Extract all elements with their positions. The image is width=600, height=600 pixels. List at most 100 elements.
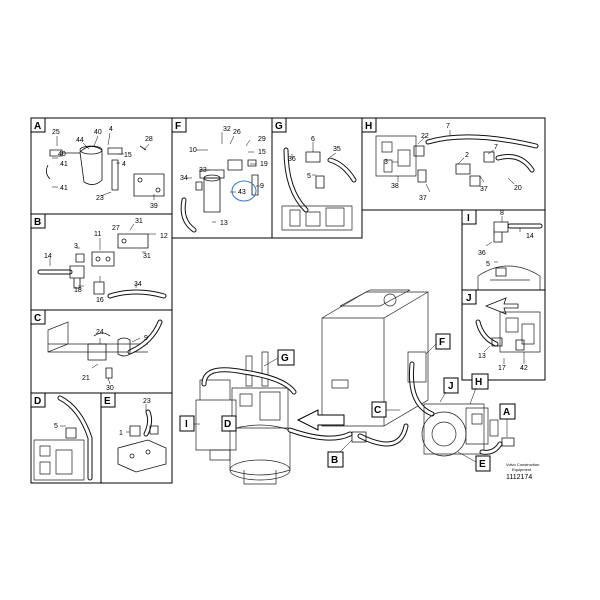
panel-h-part-7: 37 (419, 195, 427, 202)
panel-i-part-4: 5 (486, 261, 490, 268)
panel-f-part-3: 29 (258, 136, 266, 143)
panel-b-part-7: 31 (143, 253, 151, 260)
svg-text:I: I (185, 419, 188, 430)
callout-c: C (371, 401, 400, 418)
brand-line-2: Equipment (512, 467, 532, 472)
panel-j-letter: J (466, 293, 472, 304)
panel-a-part-6: 15 (124, 152, 132, 159)
panel-h-part-8: 37 (480, 186, 488, 193)
panel-h-letter: H (365, 121, 372, 132)
panel-i-letter: I (467, 213, 470, 224)
panel-f-part-11: 13 (220, 220, 228, 227)
svg-text:H: H (475, 377, 482, 388)
panel-a-part-4: 4 (109, 126, 113, 133)
panel-b-part-4: 12 (160, 233, 168, 240)
panel-d: D 5 (30, 392, 102, 484)
callout-h: H (469, 373, 489, 405)
svg-text:C: C (374, 405, 381, 416)
panel-b-part-1: 27 (112, 225, 120, 232)
svg-text:B: B (331, 455, 338, 466)
panel-a-part-11: 23 (96, 195, 104, 202)
panel-f-part-2: 26 (233, 129, 241, 136)
callout-a: A (499, 403, 516, 437)
panel-h-part-9: 20 (514, 185, 522, 192)
panel-i-part-2: 36 (478, 250, 486, 257)
panel-i-part-1: 8 (500, 210, 504, 217)
svg-text:F: F (439, 337, 445, 348)
svg-text:D: D (224, 419, 231, 430)
panel-f-letter: F (175, 121, 181, 132)
callout-d: D (221, 415, 237, 432)
panel-a-part-9: 41 (60, 161, 68, 168)
panel-f-part-10: 43 (238, 189, 246, 196)
panel-c-part-3: 21 (82, 375, 90, 382)
panel-j-part-1: 13 (478, 353, 486, 360)
svg-text:A: A (503, 407, 510, 418)
panel-f-part-9: 9 (260, 183, 264, 190)
svg-text:J: J (448, 381, 454, 392)
panel-g-part-1: 6 (311, 136, 315, 143)
panel-a-letter: A (34, 121, 41, 132)
panel-a-part-2: 44 (76, 137, 84, 144)
panel-a: A 25 44 40 4 40 15 28 4 41 41 23 39 (30, 117, 173, 215)
panel-b-part-5: 3 (74, 243, 78, 250)
callout-g: G (263, 349, 295, 367)
panel-j-part-2: 17 (498, 365, 506, 372)
panel-a-part-1: 25 (52, 129, 60, 136)
panel-j-part-3: 42 (520, 365, 528, 372)
panel-b-part-10: 34 (134, 281, 142, 288)
panel-f-part-7: 33 (199, 167, 207, 174)
panel-e: E 23 1 (100, 392, 173, 484)
panel-h-part-1: 22 (421, 133, 429, 140)
panel-h-part-3: 2 (465, 152, 469, 159)
panel-a-part-8: 4 (122, 161, 126, 168)
panel-h-part-2: 7 (446, 123, 450, 130)
panel-b-letter: B (34, 217, 41, 228)
panel-g-letter: G (275, 121, 283, 132)
panel-b-part-6: 14 (44, 253, 52, 260)
panel-f-part-6: 19 (260, 161, 268, 168)
panel-a-part-10: 41 (60, 185, 68, 192)
panel-g: G 6 36 35 5 (271, 117, 363, 239)
panel-h-part-5: 3 (384, 159, 388, 166)
panel-h: H 22 7 2 7 3 38 37 37 20 (361, 117, 546, 211)
panel-a-part-5: 40 (58, 151, 66, 158)
panel-d-letter: D (34, 396, 41, 407)
drawing-number: 1112174 (506, 474, 532, 481)
main-assembly (195, 289, 515, 485)
callout-b: B (327, 439, 353, 468)
panel-j: J 13 17 42 (461, 289, 546, 381)
callout-i: I (179, 415, 200, 432)
panel-i: I 8 36 14 5 (461, 209, 546, 291)
svg-text:G: G (281, 353, 289, 364)
panel-i-part-3: 14 (526, 233, 534, 240)
panel-b: B 27 31 11 12 3 14 31 18 16 34 (30, 213, 173, 311)
panel-f-part-8: 34 (180, 175, 188, 182)
panel-b-part-9: 16 (96, 297, 104, 304)
panel-h-part-4: 7 (494, 144, 498, 151)
panel-g-part-4: 5 (307, 173, 311, 180)
callout-f: F (425, 333, 451, 355)
panel-e-letter: E (104, 396, 111, 407)
panel-b-part-2: 31 (135, 218, 143, 225)
panel-h-part-6: 38 (391, 183, 399, 190)
svg-text:E: E (479, 459, 486, 470)
panel-g-part-2: 36 (288, 156, 296, 163)
brand-line-1: Volvo Construction (506, 462, 539, 467)
panel-a-part-3: 40 (94, 129, 102, 136)
panel-d-part-1: 5 (54, 423, 58, 430)
panel-c-letter: C (34, 313, 41, 324)
panel-c-part-1: 24 (96, 329, 104, 336)
panel-b-part-3: 11 (94, 231, 101, 238)
panel-c: C 24 9 21 30 (30, 309, 173, 394)
panel-e-part-2: 1 (119, 430, 123, 437)
panel-f-part-1: 32 (223, 126, 231, 133)
callout-j: J (439, 377, 459, 403)
panel-a-part-7: 28 (145, 136, 153, 143)
panel-b-part-8: 18 (74, 287, 82, 294)
panel-f: F 32 26 29 10 15 19 33 34 9 43 13 (171, 117, 273, 239)
panel-c-part-4: 30 (106, 385, 114, 392)
panel-f-part-4: 10 (189, 147, 197, 154)
callout-e: E (457, 451, 491, 472)
